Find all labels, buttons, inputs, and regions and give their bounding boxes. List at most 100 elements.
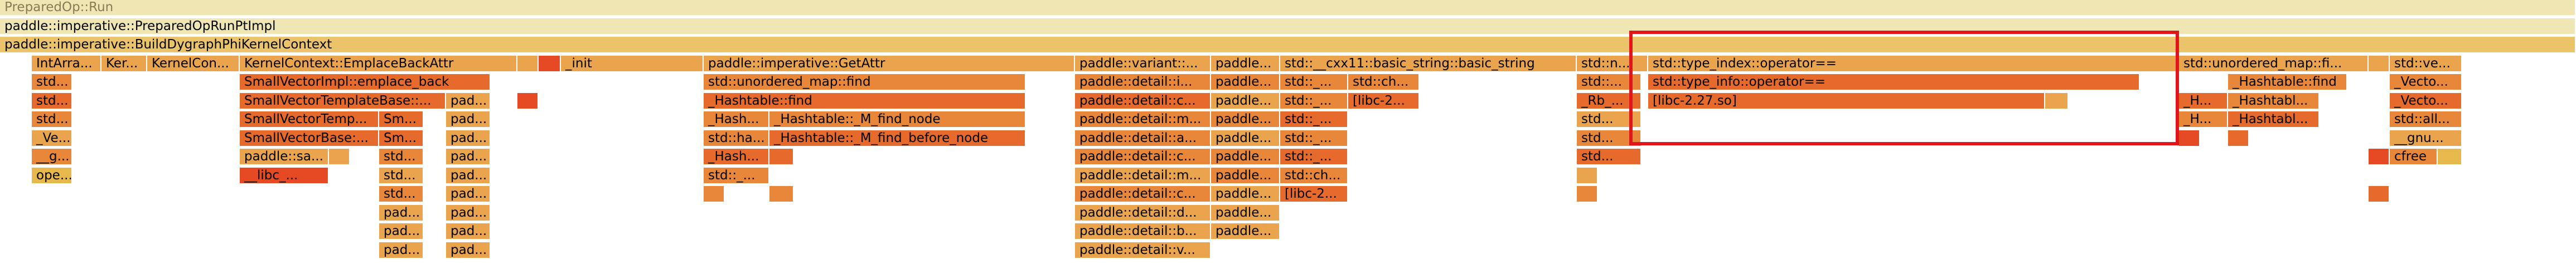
stack-frame[interactable]: paddle...	[1211, 130, 1280, 146]
stack-frame[interactable]: [libc-2.27.so]	[1648, 93, 2045, 109]
stack-frame[interactable]	[2369, 149, 2390, 164]
stack-frame[interactable]: std...	[379, 168, 424, 183]
stack-frame[interactable]: Sm...	[379, 111, 424, 127]
stack-frame[interactable]: _H...	[2179, 93, 2228, 109]
stack-frame[interactable]: __gnu...	[2390, 130, 2462, 146]
stack-frame[interactable]	[2438, 149, 2462, 164]
stack-frame[interactable]: std::...	[1577, 74, 1642, 90]
stack-frame[interactable]: _Hashtable::_M_find_before_node	[769, 130, 1026, 146]
stack-frame[interactable]: paddle::variant::...	[1075, 56, 1211, 71]
stack-frame[interactable]: SmallVectorImpl::emplace_back	[240, 74, 491, 90]
stack-frame[interactable]: paddle::detail::c...	[1075, 149, 1211, 164]
stack-frame[interactable]: pad...	[446, 205, 491, 221]
stack-frame[interactable]	[1577, 168, 1598, 183]
stack-frame[interactable]: _Hashtable::find	[2228, 74, 2347, 90]
stack-frame[interactable]: std...	[1577, 111, 1642, 127]
stack-frame[interactable]: std::ha...	[704, 130, 769, 146]
stack-frame[interactable]: paddle::imperative::GetAttr	[704, 56, 1075, 71]
stack-frame[interactable]: SmallVectorTemp...	[240, 111, 379, 127]
stack-frame[interactable]: _Hash...	[704, 111, 769, 127]
stack-frame[interactable]: std...	[1577, 149, 1642, 164]
stack-frame[interactable]: KernelContext::EmplaceBackAttr	[240, 56, 517, 71]
stack-frame[interactable]: paddle::detail::d...	[1075, 205, 1211, 221]
stack-frame[interactable]	[517, 56, 539, 71]
stack-frame[interactable]: cfree	[2390, 149, 2438, 164]
stack-frame[interactable]: pad...	[446, 242, 491, 258]
stack-frame[interactable]	[1577, 186, 1598, 202]
stack-frame[interactable]: pad...	[446, 186, 491, 202]
stack-frame[interactable]: std::unordered_map::find	[704, 74, 1026, 90]
stack-frame[interactable]	[517, 93, 539, 109]
stack-frame[interactable]: paddle...	[1211, 205, 1280, 221]
stack-frame[interactable]: paddle...	[1211, 93, 1280, 109]
stack-frame[interactable]: pad...	[446, 130, 491, 146]
stack-frame[interactable]: ope...	[32, 168, 72, 183]
stack-frame[interactable]	[769, 186, 794, 202]
stack-frame[interactable]	[539, 56, 561, 71]
stack-frame[interactable]: std::_...	[1280, 130, 1348, 146]
stack-frame[interactable]	[2369, 56, 2390, 71]
stack-frame[interactable]: std::ve...	[2390, 56, 2462, 71]
stack-frame[interactable]: paddle::detail::m...	[1075, 168, 1211, 183]
stack-frame[interactable]: _Rb_...	[1577, 93, 1642, 109]
stack-frame[interactable]: std::_...	[704, 168, 769, 183]
stack-frame[interactable]: [libc-2...	[1280, 186, 1348, 202]
stack-frame[interactable]: _H...	[2179, 111, 2228, 127]
stack-frame[interactable]: std...	[379, 149, 424, 164]
stack-frame[interactable]: std::all...	[2390, 111, 2462, 127]
stack-frame[interactable]: _Hashtable::find	[704, 93, 1026, 109]
stack-frame[interactable]: std::_...	[1280, 74, 1348, 90]
stack-frame[interactable]	[2179, 130, 2200, 146]
stack-frame[interactable]: std::n...	[1577, 56, 1648, 71]
stack-frame[interactable]: paddle::detail::c...	[1075, 186, 1211, 202]
stack-frame[interactable]: __g...	[32, 149, 72, 164]
stack-frame[interactable]: __libc_...	[240, 168, 329, 183]
stack-frame[interactable]: paddle::detail::m...	[1075, 111, 1211, 127]
stack-frame[interactable]: std::type_index::operator==	[1648, 56, 2179, 71]
stack-frame[interactable]: paddle::detail::v...	[1075, 242, 1211, 258]
stack-frame[interactable]: std::_...	[1280, 93, 1348, 109]
stack-frame[interactable]: _Vecto...	[2390, 74, 2462, 90]
stack-frame[interactable]: pad...	[446, 168, 491, 183]
stack-frame[interactable]: std::ch...	[1280, 168, 1348, 183]
stack-frame[interactable]	[329, 149, 350, 164]
stack-frame[interactable]: pad...	[379, 223, 424, 239]
stack-frame[interactable]: SmallVectorBase:...	[240, 130, 379, 146]
stack-frame[interactable]: SmallVectorTemplateBase::...	[240, 93, 446, 109]
stack-frame[interactable]: std...	[32, 111, 72, 127]
stack-frame[interactable]: paddle...	[1211, 186, 1280, 202]
stack-frame[interactable]	[2369, 186, 2390, 202]
stack-frame[interactable]: pad...	[446, 93, 491, 109]
stack-frame[interactable]: paddle...	[1211, 168, 1280, 183]
stack-frame[interactable]: KernelCon...	[147, 56, 240, 71]
stack-frame[interactable]: Ker...	[101, 56, 147, 71]
stack-frame[interactable]: pad...	[379, 242, 424, 258]
stack-frame[interactable]: std::_...	[1280, 149, 1348, 164]
stack-frame[interactable]: pad...	[379, 205, 424, 221]
stack-frame[interactable]: paddle...	[1211, 111, 1280, 127]
stack-frame[interactable]: std...	[32, 93, 72, 109]
stack-frame[interactable]: std::ch...	[1348, 74, 1420, 90]
stack-frame[interactable]: paddle::imperative::PreparedOpRunPtImpl	[0, 18, 2576, 34]
stack-frame[interactable]: _Hashtabl...	[2228, 93, 2320, 109]
stack-frame[interactable]: [libc-2...	[1348, 93, 1420, 109]
stack-frame[interactable]: _Hash...	[704, 149, 769, 164]
stack-frame[interactable]: Sm...	[379, 130, 424, 146]
stack-frame[interactable]: paddle::detail::a...	[1075, 130, 1211, 146]
stack-frame[interactable]	[2045, 93, 2069, 109]
stack-frame[interactable]: std::__cxx11::basic_string::basic_string	[1280, 56, 1577, 71]
stack-frame[interactable]: paddle::detail::c...	[1075, 93, 1211, 109]
stack-frame[interactable]: paddle...	[1211, 149, 1280, 164]
stack-frame[interactable]: paddle...	[1211, 223, 1280, 239]
stack-frame[interactable]: _Ve...	[32, 130, 72, 146]
stack-frame[interactable]: pad...	[446, 111, 491, 127]
stack-frame[interactable]: std...	[1577, 130, 1642, 146]
stack-frame[interactable]: PreparedOp::Run	[0, 0, 2576, 15]
stack-frame[interactable]: paddle::detail::i...	[1075, 74, 1211, 90]
stack-frame[interactable]: pad...	[446, 149, 491, 164]
stack-frame[interactable]: _Hashtable::_M_find_node	[769, 111, 1026, 127]
stack-frame[interactable]: std::_...	[1280, 111, 1348, 127]
stack-frame[interactable]: paddle::detail::b...	[1075, 223, 1211, 239]
stack-frame[interactable]: _Vecto...	[2390, 93, 2462, 109]
stack-frame[interactable]	[769, 149, 794, 164]
